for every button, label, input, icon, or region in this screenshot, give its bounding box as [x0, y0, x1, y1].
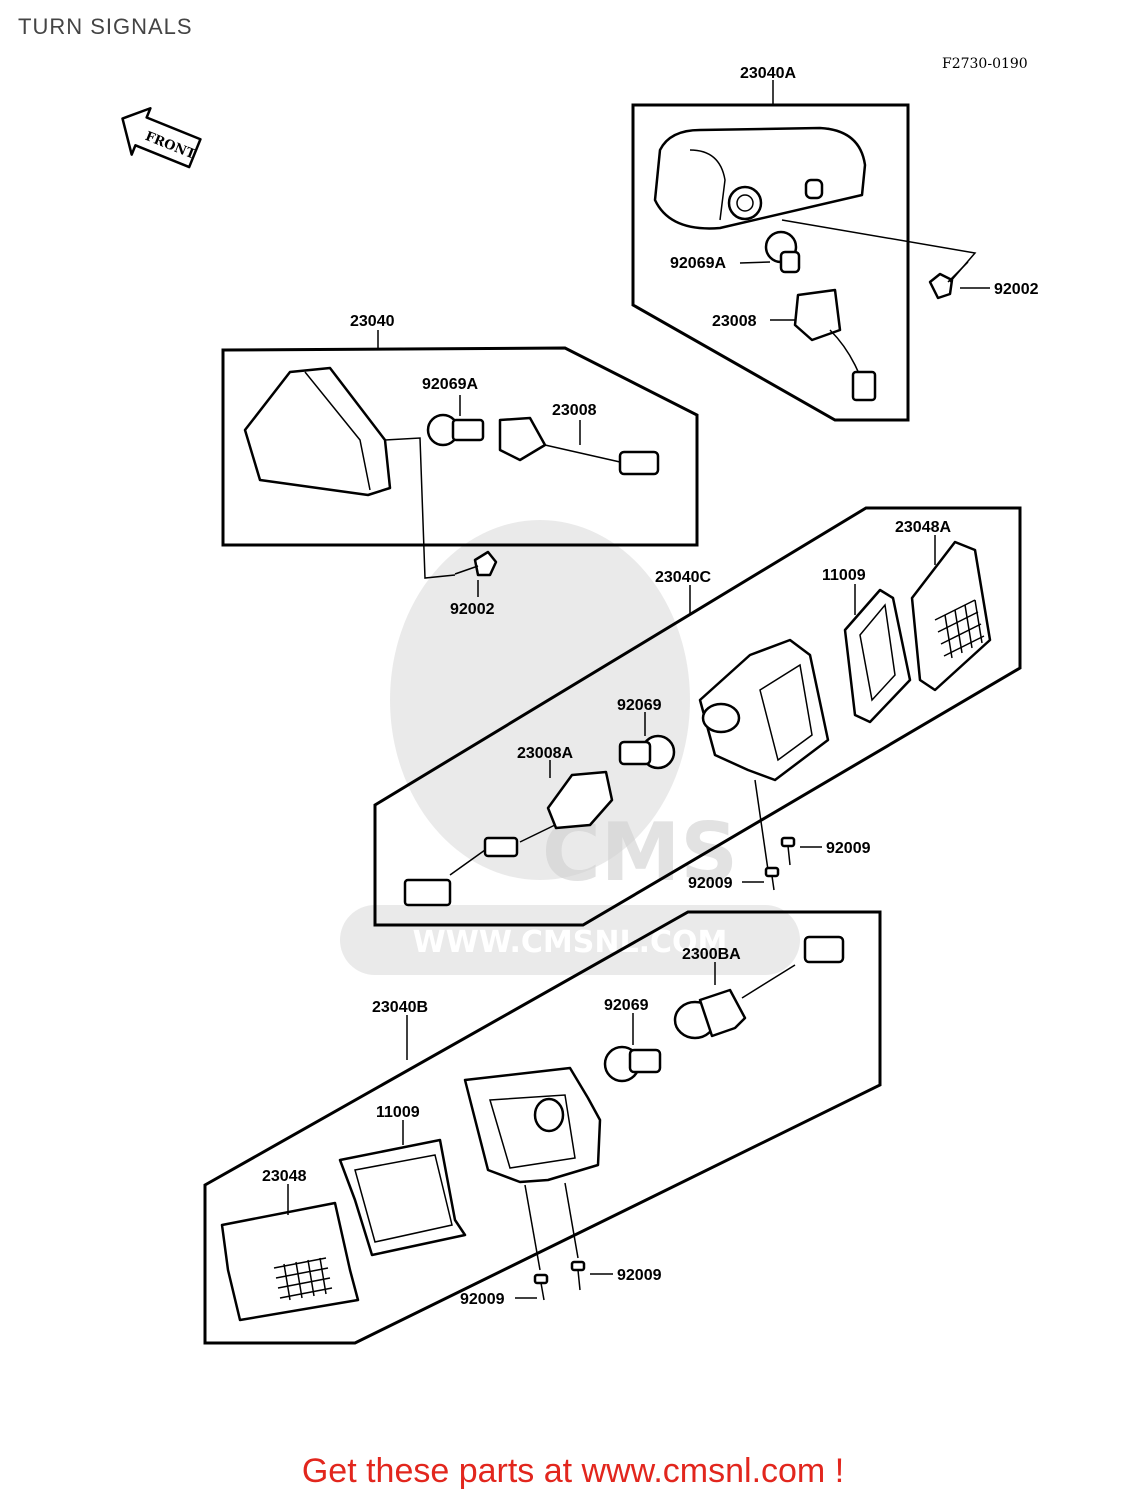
label-11009-d: 11009	[376, 1104, 420, 1121]
label-2300BA: 2300BA	[682, 946, 741, 963]
assembly-23040A: 23040A 92069A 23008	[631, 65, 1039, 422]
lens-grid-d	[273, 1257, 333, 1301]
screw-92009-d2	[533, 1273, 549, 1301]
label-92002: 92002	[994, 281, 1039, 298]
label-23008: 23008	[712, 313, 757, 330]
assembly-23040B: 23040B 2300BA 92069	[203, 910, 882, 1345]
label-92069-d: 92069	[604, 997, 649, 1014]
socket-2300BA	[673, 935, 845, 1040]
assembly-box	[203, 910, 882, 1345]
socket-hole-d	[533, 1097, 565, 1133]
assembly-box	[373, 506, 1022, 927]
label-23040C: 23040C	[655, 569, 711, 586]
bulb-92069A	[764, 230, 801, 274]
figure-code: F2730-0190	[942, 56, 1028, 72]
socket-23008A	[403, 770, 614, 907]
watermark: WWW.CMSNL.COM CMS	[340, 520, 800, 975]
label-23040: 23040	[350, 313, 395, 330]
label-23040A: 23040A	[740, 65, 796, 82]
gasket-11009	[843, 588, 912, 724]
label-92002-b: 92002	[450, 601, 495, 618]
assembly-box	[631, 103, 910, 422]
label-23008-b: 23008	[552, 402, 597, 419]
front-arrow-icon: FRONT	[121, 106, 202, 169]
screw-92009-d1	[570, 1260, 586, 1291]
housing-23040C	[698, 638, 830, 782]
footer-link[interactable]: Get these parts at www.cmsnl.com !	[301, 1452, 845, 1490]
socket-23008	[793, 288, 877, 402]
lens-grid	[934, 599, 985, 659]
lens-23040	[243, 366, 392, 497]
label-92069-c: 92069	[617, 697, 662, 714]
page-title: TURN SIGNALS	[18, 14, 193, 39]
watermark-text: WWW.CMSNL.COM	[413, 925, 728, 960]
label-23048: 23048	[262, 1168, 307, 1185]
lens-23048A	[910, 540, 992, 692]
label-92009-d-right: 92009	[617, 1267, 662, 1284]
watermark-mascot	[390, 520, 690, 880]
bulb-92069-c	[618, 734, 676, 770]
label-92009-c-right: 92009	[826, 840, 871, 857]
screw-92009-c1	[780, 836, 796, 866]
lens-housing	[653, 126, 867, 230]
assembly-23040: 23040 92069A 23008	[221, 313, 699, 618]
bulb-92069A-b	[426, 413, 485, 447]
bulb-92069-d	[603, 1045, 662, 1083]
label-23040B: 23040B	[372, 999, 428, 1016]
label-11009-c: 11009	[822, 567, 866, 584]
assembly-box	[221, 346, 699, 547]
label-92069A: 92069A	[670, 255, 726, 272]
assembly-23040C: 23040C 23048A 11009 92069	[373, 506, 1022, 927]
screw-92009-c2	[764, 866, 780, 891]
socket-hole	[701, 702, 741, 734]
label-23008A-c: 23008A	[517, 745, 573, 762]
screw-92002	[928, 261, 969, 300]
label-23048A: 23048A	[895, 519, 951, 536]
housing-23040B	[463, 1066, 602, 1184]
label-92009-c-left: 92009	[688, 875, 733, 892]
gasket-11009-d	[338, 1138, 467, 1257]
screw-92002-b	[454, 550, 498, 577]
label-92069A-b: 92069A	[422, 376, 478, 393]
socket-23008-b	[498, 416, 660, 476]
watermark-banner	[340, 905, 800, 975]
label-92009-d-left: 92009	[460, 1291, 505, 1308]
lens-23048	[220, 1201, 360, 1322]
